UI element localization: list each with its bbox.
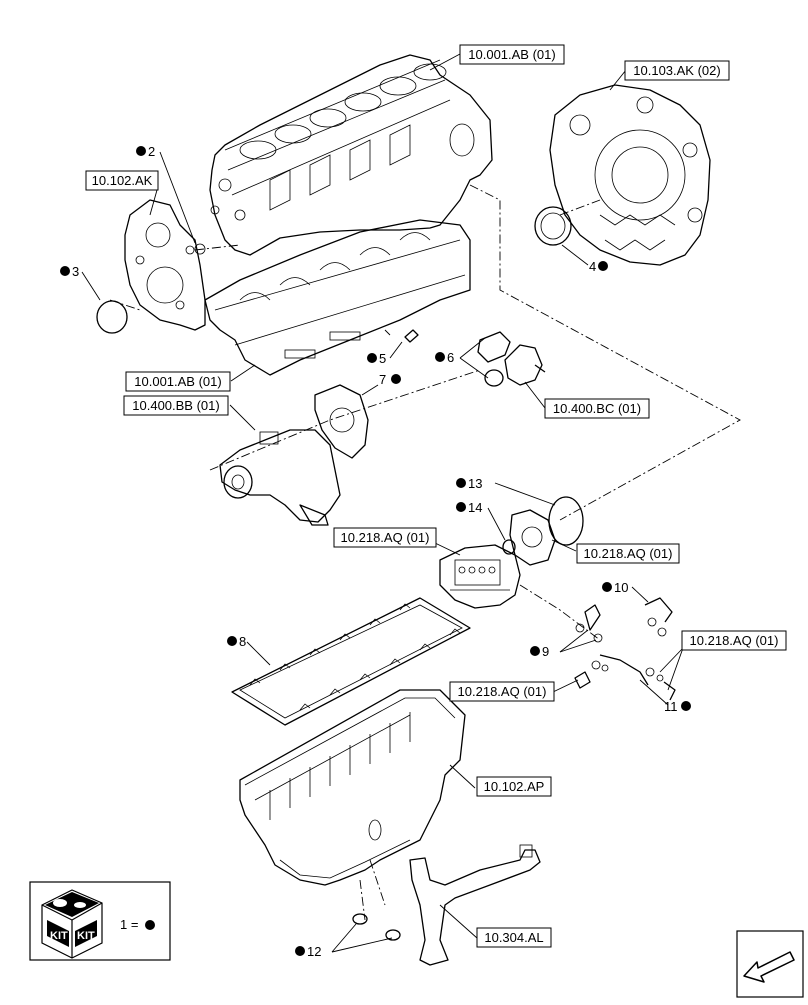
ref-box-injection-pump-right[interactable]: 10.218.AQ (01) [576,543,680,564]
ref-box-timing-cover[interactable]: 10.102.AK [85,170,159,191]
kit-label-left: KIT [50,930,68,942]
callout-7[interactable]: 7 [379,372,401,387]
callout-number: 14 [468,500,482,515]
kit-legend: KIT KIT 1 = [29,881,171,961]
callout-6[interactable]: 6 [435,350,454,365]
flywheel-housing-illustration [549,84,711,266]
callout-14[interactable]: 14 [456,500,482,515]
ref-box-injection-pump-left[interactable]: 10.218.AQ (01) [333,527,437,548]
callout-2[interactable]: 2 [136,144,155,159]
callout-12[interactable]: 12 [295,944,321,959]
callout-number: 2 [148,144,155,159]
callout-number: 6 [447,350,454,365]
drain-washer-b-illustration [385,929,401,941]
callout-number: 12 [307,944,321,959]
ref-label: 10.001.AB (01) [468,47,555,62]
ref-box-fuel-line-left[interactable]: 10.218.AQ (01) [449,681,555,702]
ref-box-block-top[interactable]: 10.001.AB (01) [459,44,565,65]
callout-number: 8 [239,634,246,649]
callout-8[interactable]: 8 [227,634,246,649]
callout-11[interactable]: 11 [664,699,691,714]
ref-label: 10.218.AQ (01) [690,633,779,648]
pump-oring-small-illustration [502,539,516,555]
ref-label: 10.304.AL [484,930,543,945]
rear-crankshaft-seal-illustration [534,206,572,246]
callout-number: 11 [664,699,678,714]
small-gasket-illustration [404,329,419,343]
callout-number: 3 [72,264,79,279]
callout-number: 4 [589,259,596,274]
ref-box-flywheel-housing[interactable]: 10.103.AK (02) [624,60,730,81]
callout-3[interactable]: 3 [60,264,79,279]
ref-box-water-pump[interactable]: 10.400.BB (01) [123,395,229,416]
oil-pan-gasket-illustration [231,597,471,726]
fuel-fittings-illustration [574,597,676,701]
kit-label-right: KIT [77,930,95,942]
callout-10[interactable]: 10 [602,580,628,595]
callout-number: 7 [379,372,386,387]
injection-pump-illustration [439,544,521,609]
thermostat-housing-illustration [477,331,546,387]
kit-box-icon: KIT KIT [41,889,103,959]
callout-number: 10 [614,580,628,595]
front-seal-oring-illustration [96,300,128,334]
kit-bullet-icon [145,920,155,930]
ref-label: 10.400.BC (01) [553,401,641,416]
timing-cover-illustration [124,199,206,331]
ref-label: 10.400.BB (01) [132,398,219,413]
ref-label: 10.218.AQ (01) [341,530,430,545]
ref-box-block-bottom[interactable]: 10.001.AB (01) [125,371,231,392]
callout-number: 9 [542,644,549,659]
ref-label: 10.103.AK (02) [633,63,720,78]
callout-4[interactable]: 4 [589,259,608,274]
pump-flange-illustration [509,509,556,566]
callout-9[interactable]: 9 [530,644,549,659]
ref-box-oil-pan[interactable]: 10.102.AP [476,776,552,797]
ref-label: 10.218.AQ (01) [584,546,673,561]
ref-box-oil-suction[interactable]: 10.304.AL [476,927,552,948]
ref-label: 10.102.AP [484,779,545,794]
previous-page-arrow-icon[interactable] [736,930,804,998]
crankcase-illustration [204,219,471,376]
kit-legend-equals: 1 = [120,917,138,932]
oil-pan-illustration [239,689,466,886]
drain-washer-a-illustration [352,913,368,925]
callout-5[interactable]: 5 [367,351,386,366]
ref-box-thermostat[interactable]: 10.400.BC (01) [544,398,650,419]
engine-block-illustration [209,54,493,256]
ref-label: 10.001.AB (01) [134,374,221,389]
callout-13[interactable]: 13 [456,476,482,491]
callout-number: 5 [379,351,386,366]
water-pump-gasket-illustration [314,384,369,459]
callout-number: 13 [468,476,482,491]
ref-label: 10.102.AK [92,173,153,188]
water-pump-illustration [219,429,341,526]
ref-label: 10.218.AQ (01) [458,684,547,699]
oil-suction-tube-illustration [409,844,541,966]
ref-box-fuel-line-right[interactable]: 10.218.AQ (01) [681,630,787,651]
leader-lines [81,53,684,953]
